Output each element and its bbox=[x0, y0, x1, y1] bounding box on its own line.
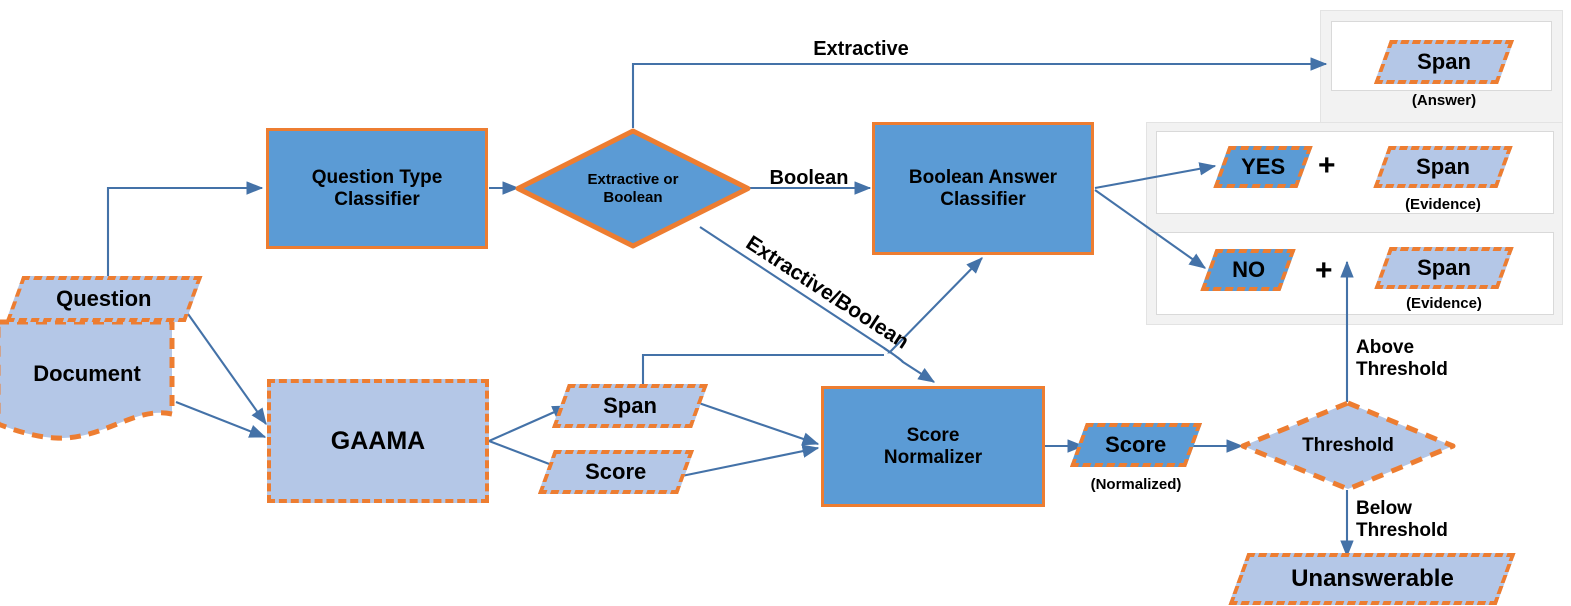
answer-span-caption: (Answer) bbox=[1411, 92, 1477, 109]
yes-label: YES bbox=[1240, 154, 1286, 180]
node-answer-span[interactable]: Span bbox=[1373, 40, 1515, 84]
normalized-score-caption: (Normalized) bbox=[1090, 476, 1182, 493]
edge-label-above-threshold: Above Threshold bbox=[1356, 337, 1448, 380]
node-question[interactable]: Question bbox=[5, 276, 203, 322]
no-plus-sign: + bbox=[1315, 254, 1333, 287]
edge-label-below-threshold: Below Threshold bbox=[1356, 498, 1448, 541]
node-no-span[interactable]: Span bbox=[1374, 247, 1514, 289]
answer-span-label: Span bbox=[1417, 49, 1471, 75]
node-question-type-classifier[interactable]: Question Type Classifier bbox=[266, 128, 488, 249]
yes-span-caption: (Evidence) bbox=[1405, 196, 1481, 213]
normalized-score-label: Score bbox=[1105, 432, 1167, 458]
edge-hop-arc bbox=[883, 347, 904, 363]
node-gaama-span[interactable]: Span bbox=[551, 384, 709, 428]
gaama-span-label: Span bbox=[603, 393, 657, 419]
gaama-score-label: Score bbox=[585, 459, 647, 485]
document-shape bbox=[0, 319, 175, 441]
edge-question-to-qtc bbox=[106, 181, 264, 290]
edge-document-to-gaama bbox=[175, 401, 267, 438]
node-score-normalizer[interactable]: Score Normalizer bbox=[821, 386, 1045, 507]
unanswerable-label: Unanswerable bbox=[1290, 565, 1454, 593]
node-threshold[interactable]: Threshold bbox=[1240, 400, 1456, 492]
no-span-caption: (Evidence) bbox=[1406, 295, 1482, 312]
document-label: Document bbox=[33, 361, 141, 387]
yes-span-label: Span bbox=[1416, 154, 1470, 180]
node-gaama[interactable]: GAAMA bbox=[267, 379, 489, 503]
edge-label-extractive: Extractive bbox=[813, 38, 909, 60]
node-yes[interactable]: YES bbox=[1213, 146, 1313, 188]
node-unanswerable[interactable]: Unanswerable bbox=[1228, 553, 1516, 605]
node-boolean-answer-classifier[interactable]: Boolean Answer Classifier bbox=[872, 122, 1094, 255]
node-normalized-score[interactable]: Score bbox=[1069, 423, 1203, 467]
edge-gaama-to-span bbox=[488, 405, 570, 442]
edge-diamond-to-answer-span bbox=[631, 57, 1328, 128]
no-label: NO bbox=[1231, 257, 1265, 283]
no-span-label: Span bbox=[1417, 255, 1471, 281]
node-gaama-score[interactable]: Score bbox=[537, 450, 695, 494]
edge-bac-to-yes bbox=[1094, 162, 1217, 190]
edge-label-boolean: Boolean bbox=[769, 167, 849, 189]
node-extractive-or-boolean[interactable]: Extractive or Boolean bbox=[515, 128, 751, 249]
node-no[interactable]: NO bbox=[1200, 249, 1296, 291]
edge-question-to-gaama bbox=[175, 296, 267, 426]
edge-score-to-normalizer bbox=[671, 444, 820, 480]
question-label: Question bbox=[56, 286, 152, 312]
yes-plus-sign: + bbox=[1318, 149, 1336, 182]
threshold-diamond-shape bbox=[1240, 400, 1456, 492]
edge-span-to-normalizer bbox=[689, 399, 820, 446]
edge-span-to-bac bbox=[641, 257, 983, 385]
node-yes-span[interactable]: Span bbox=[1373, 146, 1513, 188]
diamond-shape bbox=[515, 128, 751, 249]
edge-bac-to-no bbox=[1094, 189, 1207, 269]
